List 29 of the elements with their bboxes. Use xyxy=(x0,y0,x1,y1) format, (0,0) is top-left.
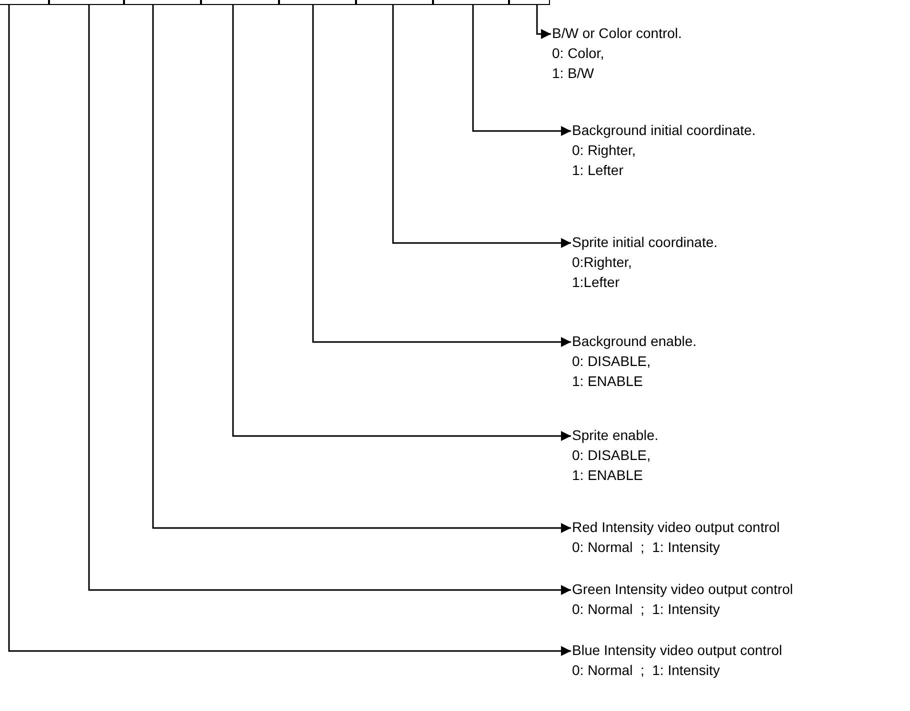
field-value: 0: Normal ; 1: Intensity xyxy=(572,600,721,619)
arrow xyxy=(152,4,571,533)
field-title: Blue Intensity video output control xyxy=(572,641,782,660)
arrow xyxy=(8,4,571,656)
field-value: 0:Righter, xyxy=(572,253,633,272)
field-value: 1: ENABLE xyxy=(572,466,644,485)
field-title: Sprite initial coordinate. xyxy=(572,233,718,252)
field-title: Red Intensity video output control xyxy=(572,518,780,537)
field-value: 1:Lefter xyxy=(572,273,620,292)
field-value: 0: DISABLE, xyxy=(572,352,652,371)
field-title: Background enable. xyxy=(572,332,697,351)
arrow xyxy=(88,4,571,595)
field-value: 1: B/W xyxy=(552,64,596,83)
field-title: Sprite enable. xyxy=(572,426,658,445)
field-value: 0: Normal ; 1: Intensity xyxy=(572,538,721,557)
arrow xyxy=(472,4,571,136)
field-title: Green Intensity video output control xyxy=(572,580,794,599)
arrow xyxy=(392,4,571,248)
field-title: B/W or Color control. xyxy=(552,24,682,43)
field-value: 0: Righter, xyxy=(572,141,637,160)
arrow xyxy=(232,4,571,441)
field-value: 0: DISABLE, xyxy=(572,446,652,465)
field-value: 0: Color, xyxy=(552,44,606,63)
field-value: 0: Normal ; 1: Intensity xyxy=(572,661,721,680)
field-title: Background initial coordinate. xyxy=(572,121,756,140)
arrow xyxy=(312,4,571,347)
field-value: 1: ENABLE xyxy=(572,372,644,391)
field-value: 1: Lefter xyxy=(572,161,624,180)
arrow xyxy=(536,4,551,39)
